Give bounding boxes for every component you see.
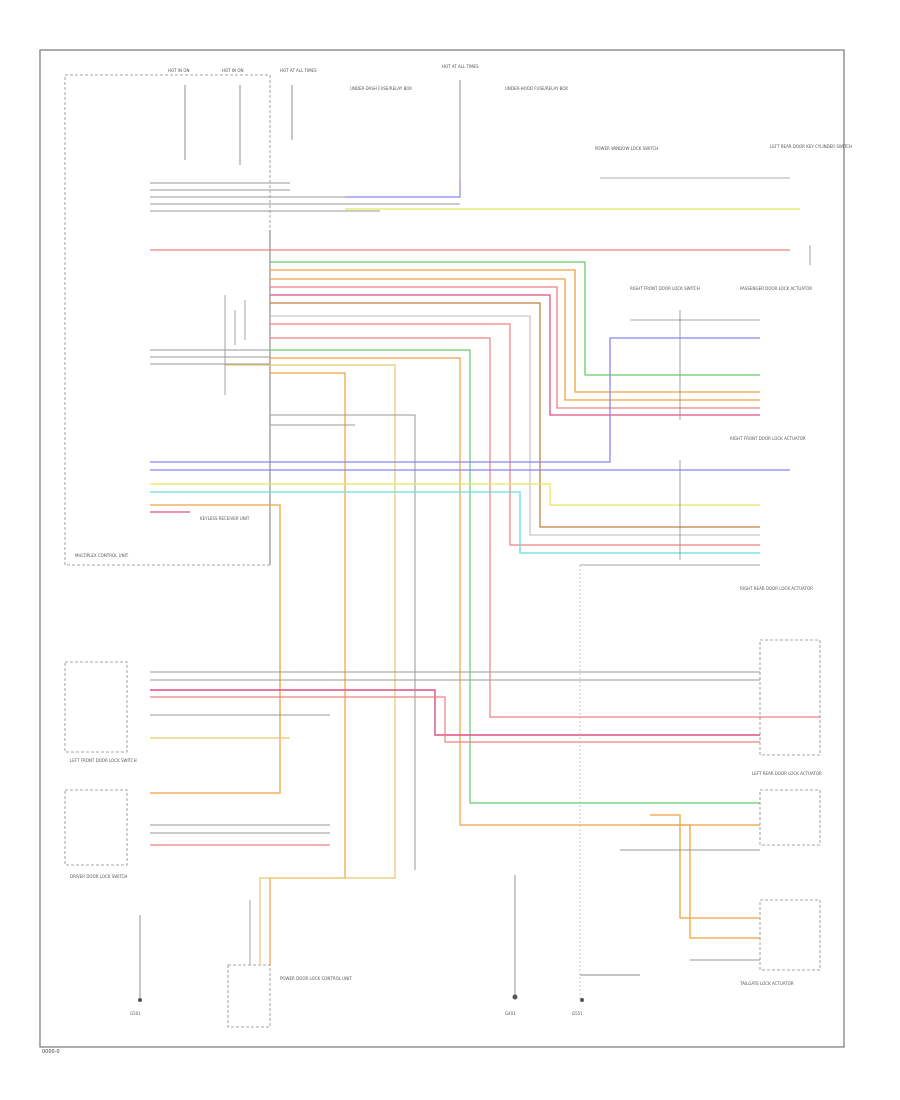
blue-wire-1 [150,337,760,463]
module-keyless-label: KEYLESS RECEIVER UNIT [200,516,250,521]
fuse-b-label: HOT IN ON [222,68,243,73]
fuse-block-note: UNDER-DASH FUSE/RELAY BOX [350,86,412,91]
orange-wire-left [150,504,281,794]
sw-left-front-label: LEFT FRONT DOOR LOCK SWITCH [70,758,137,763]
sw-rear-window-lock-label: POWER WINDOW LOCK SWITCH [595,146,658,151]
brown-wire-1 [270,302,760,528]
sw-right-rear-label: RIGHT REAR DOOR LOCK ACTUATOR [740,586,813,591]
sw-right-front-lock-label: RIGHT FRONT DOOR LOCK SWITCH [630,286,700,291]
sw-passenger-door-label: PASSENGER DOOR LOCK ACTUATOR [740,286,812,291]
middle-wires [150,671,760,743]
cyan-wire-1 [150,491,760,554]
bottom-wires [139,565,640,1000]
right-connectors [580,245,811,566]
sw-left-rear-actuator-label: LEFT REAR DOOR LOCK ACTUATOR [752,771,822,776]
sw-left-rear-key-label: LEFT REAR DOOR KEY CYLINDER SWITCH [770,144,852,149]
green-wire-long [270,349,760,804]
gray-wire-1 [270,315,760,536]
left-stubs [150,295,270,395]
sw-driver-door-label: DRIVER DOOR LOCK SWITCH [70,874,127,879]
sw-tailgate-label: TAILGATE LOCK ACTUATOR [739,981,794,986]
lower-left-wires [150,824,330,846]
orange-wire-down [270,372,346,870]
fuse-a-label: HOT IN ON [168,68,189,73]
driver-door-switch-box [64,789,128,866]
orange-wire-tailgate-2 [650,814,760,919]
orange-wire-long [270,357,760,826]
green-wire-1 [270,261,760,376]
module-main-label: MULTIPLEX CONTROL UNIT [75,553,129,558]
fuse-c-label: HOT AT ALL TIMES [280,68,317,73]
sw-right-front-master-label: RIGHT FRONT DOOR LOCK ACTUATOR [730,436,806,441]
ground-mid-label: G401 [505,1011,516,1016]
right-rear-module-box [759,639,821,756]
yellow-wire-1 [150,483,760,506]
engine-box-note: UNDER-HOOD FUSE/RELAY BOX [505,86,568,91]
pink-wire-1 [270,294,760,416]
red-wire-2 [270,286,760,409]
red-wire-long [270,337,820,718]
left-front-switch-box [64,661,128,753]
orange-wire-2 [270,278,760,401]
orange-wire-tailgate-1 [640,824,760,939]
red-wire-3 [270,323,760,546]
ground-left-label: G501 [130,1011,141,1016]
ground-mid-symbol [512,994,518,1000]
module-bottom-label: POWER DOOR LOCK CONTROL UNIT [280,976,352,981]
gray-wire-down [270,414,416,870]
tailgate-actuator-box [759,899,821,971]
fuse-drops [184,80,461,195]
diagram-frame [39,49,845,1048]
ground-left-symbol [138,998,142,1002]
blue-wire-top [345,180,461,198]
fuse-d-label: HOT AT ALL TIMES [442,64,479,69]
ground-right-symbol [580,998,584,1002]
left-rear-actuator-box [759,789,821,846]
tan-wire [225,364,396,870]
ground-right-label: G551 [572,1011,583,1016]
bottom-module-box [227,964,271,1028]
orange-wire-1 [270,269,760,393]
footer-code: 0000-0 [42,1049,60,1055]
